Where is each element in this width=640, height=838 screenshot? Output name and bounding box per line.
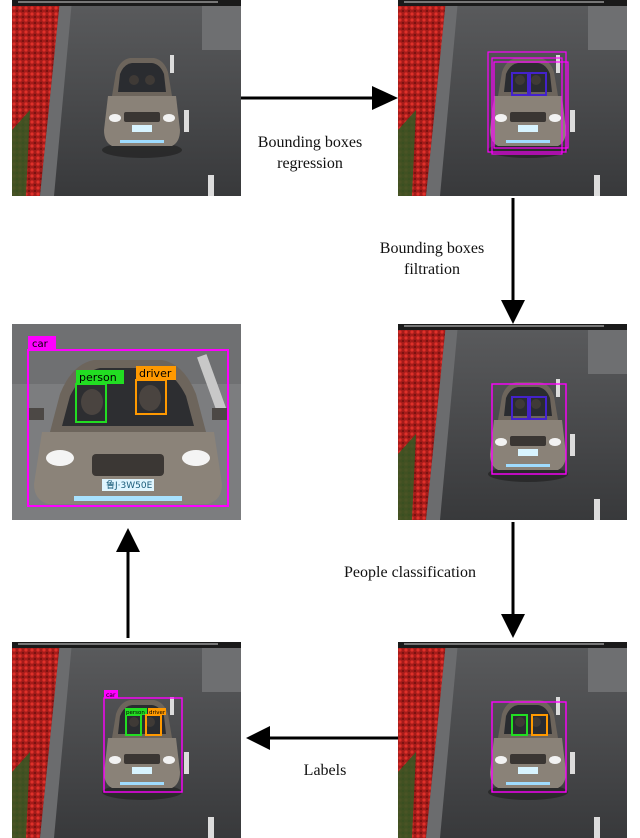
- label-filtration-line2: filtration: [404, 261, 460, 278]
- label-bounding-boxes-regression: Bounding boxes regression: [244, 132, 376, 174]
- driver-tag: driver: [139, 367, 172, 380]
- scene-road-car: [12, 0, 241, 196]
- car-tag-bg: [104, 690, 118, 698]
- panel-regression: [398, 0, 627, 196]
- car-box-1: [487, 51, 567, 153]
- label-people-classification: People classification: [320, 562, 500, 583]
- panel-output-zoom: car person driver 鲁J·3W50E: [12, 324, 241, 520]
- car-box: [491, 383, 567, 475]
- scene-road-car: [398, 0, 627, 196]
- driver-tag-bg: [136, 366, 176, 380]
- car-tag: car: [32, 339, 49, 350]
- arrow-labels: [246, 726, 398, 750]
- person-tag: person: [79, 371, 117, 384]
- scene-car-zoom: car person driver 鲁J·3W50E: [12, 324, 241, 520]
- car-box-3: [493, 61, 569, 149]
- car-tag: car: [106, 692, 116, 699]
- label-filtration-line1: Bounding boxes: [379, 240, 485, 257]
- driver-tag: driver: [149, 710, 166, 716]
- label-bounding-boxes-filtration: Bounding boxes filtration: [362, 238, 502, 280]
- car-box: [103, 697, 183, 793]
- person-box-2: [529, 72, 547, 96]
- arrow-filtration: [501, 198, 525, 324]
- arrow-output: [116, 528, 140, 638]
- label-classification-text: People classification: [344, 564, 476, 581]
- car-box: [491, 701, 567, 793]
- car-box: [27, 349, 229, 507]
- scene-road-car: [398, 642, 627, 838]
- label-regression-line1: Bounding boxes: [257, 134, 363, 151]
- panel-input-image: [12, 0, 241, 196]
- driver-tag-bg: [148, 708, 166, 715]
- label-labels: Labels: [290, 760, 360, 781]
- scene-road-car: [398, 324, 627, 520]
- panel-labeled: car person driver: [12, 642, 241, 838]
- panel-classification: [398, 642, 627, 838]
- person-box-1: [511, 396, 529, 420]
- car-tag-bg: [28, 336, 56, 350]
- car-box-2: [491, 57, 563, 155]
- arrow-regression: [241, 86, 398, 110]
- arrow-classification: [501, 522, 525, 638]
- person-tag-bg: [76, 370, 124, 384]
- driver-box: [531, 714, 548, 736]
- label-labels-text: Labels: [303, 762, 347, 779]
- scene-road-car: car person driver: [12, 642, 241, 838]
- panel-filtration: [398, 324, 627, 520]
- person-box-1: [511, 72, 529, 96]
- person-tag: person: [126, 710, 145, 716]
- label-regression-line2: regression: [277, 155, 343, 172]
- person-box-2: [529, 396, 547, 420]
- person-tag-bg: [125, 708, 147, 715]
- license-plate: 鲁J·3W50E: [106, 479, 153, 491]
- person-box: [511, 714, 528, 736]
